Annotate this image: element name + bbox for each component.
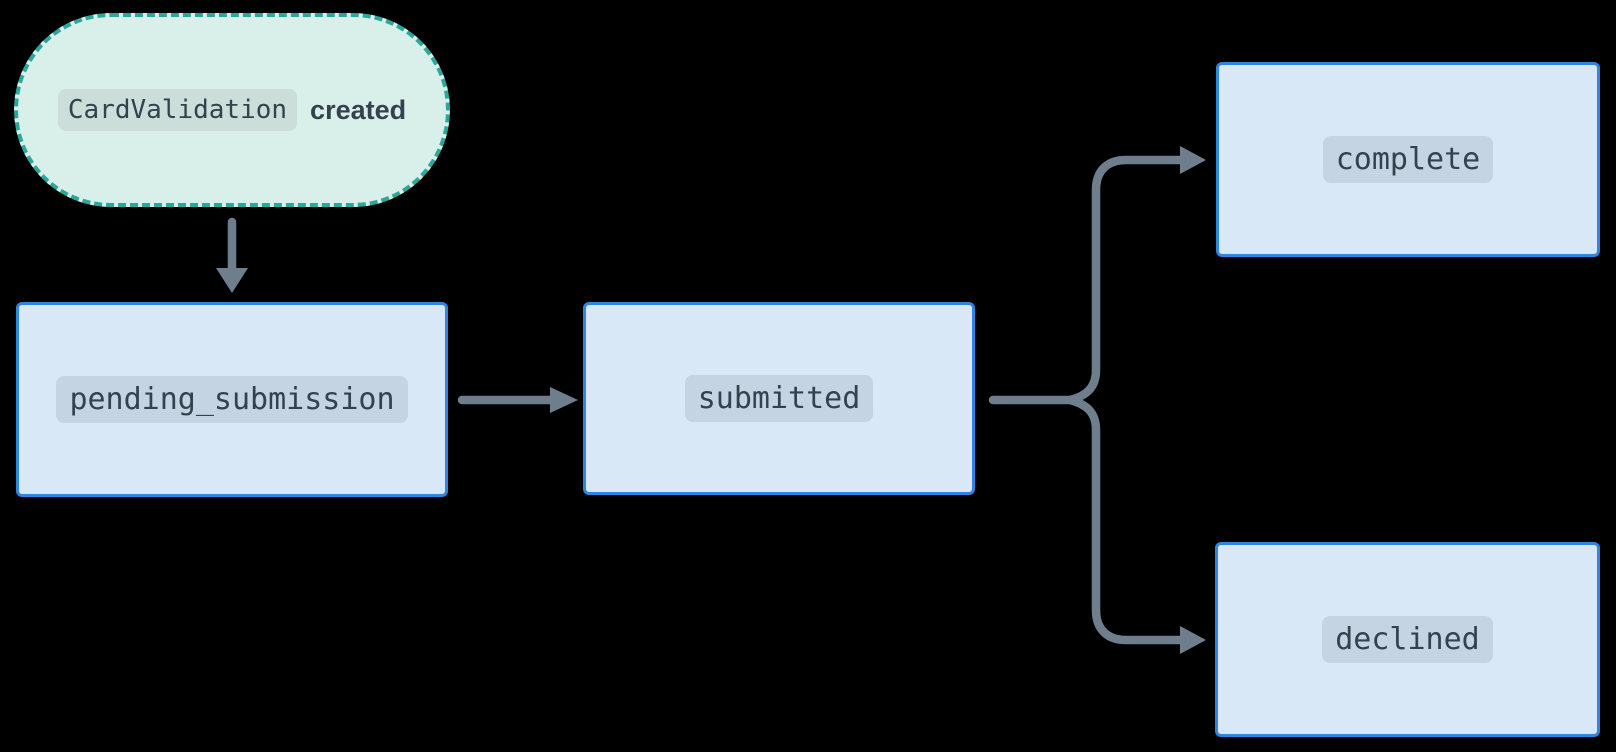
event-class-badge: CardValidation	[57, 89, 298, 131]
edge-submitted-to-declined	[1065, 395, 1206, 654]
edge-created-to-pending-submission	[216, 217, 248, 293]
event-suffix-label: created	[310, 94, 407, 125]
state-label-declined: declined	[1322, 616, 1493, 663]
state-label-complete: complete	[1322, 136, 1494, 183]
state-node-submitted: submitted	[583, 302, 975, 495]
event-node-cardvalidation-created: CardValidation created	[14, 13, 450, 207]
state-node-complete: complete	[1216, 62, 1600, 257]
state-label-pending-submission: pending_submission	[56, 376, 408, 423]
state-node-pending-submission: pending_submission	[16, 302, 448, 497]
edge-submitted-to-complete	[1065, 146, 1206, 405]
edge-pending-submission-to-submitted	[457, 387, 578, 413]
state-label-submitted: submitted	[684, 375, 874, 422]
state-node-declined: declined	[1215, 542, 1600, 737]
